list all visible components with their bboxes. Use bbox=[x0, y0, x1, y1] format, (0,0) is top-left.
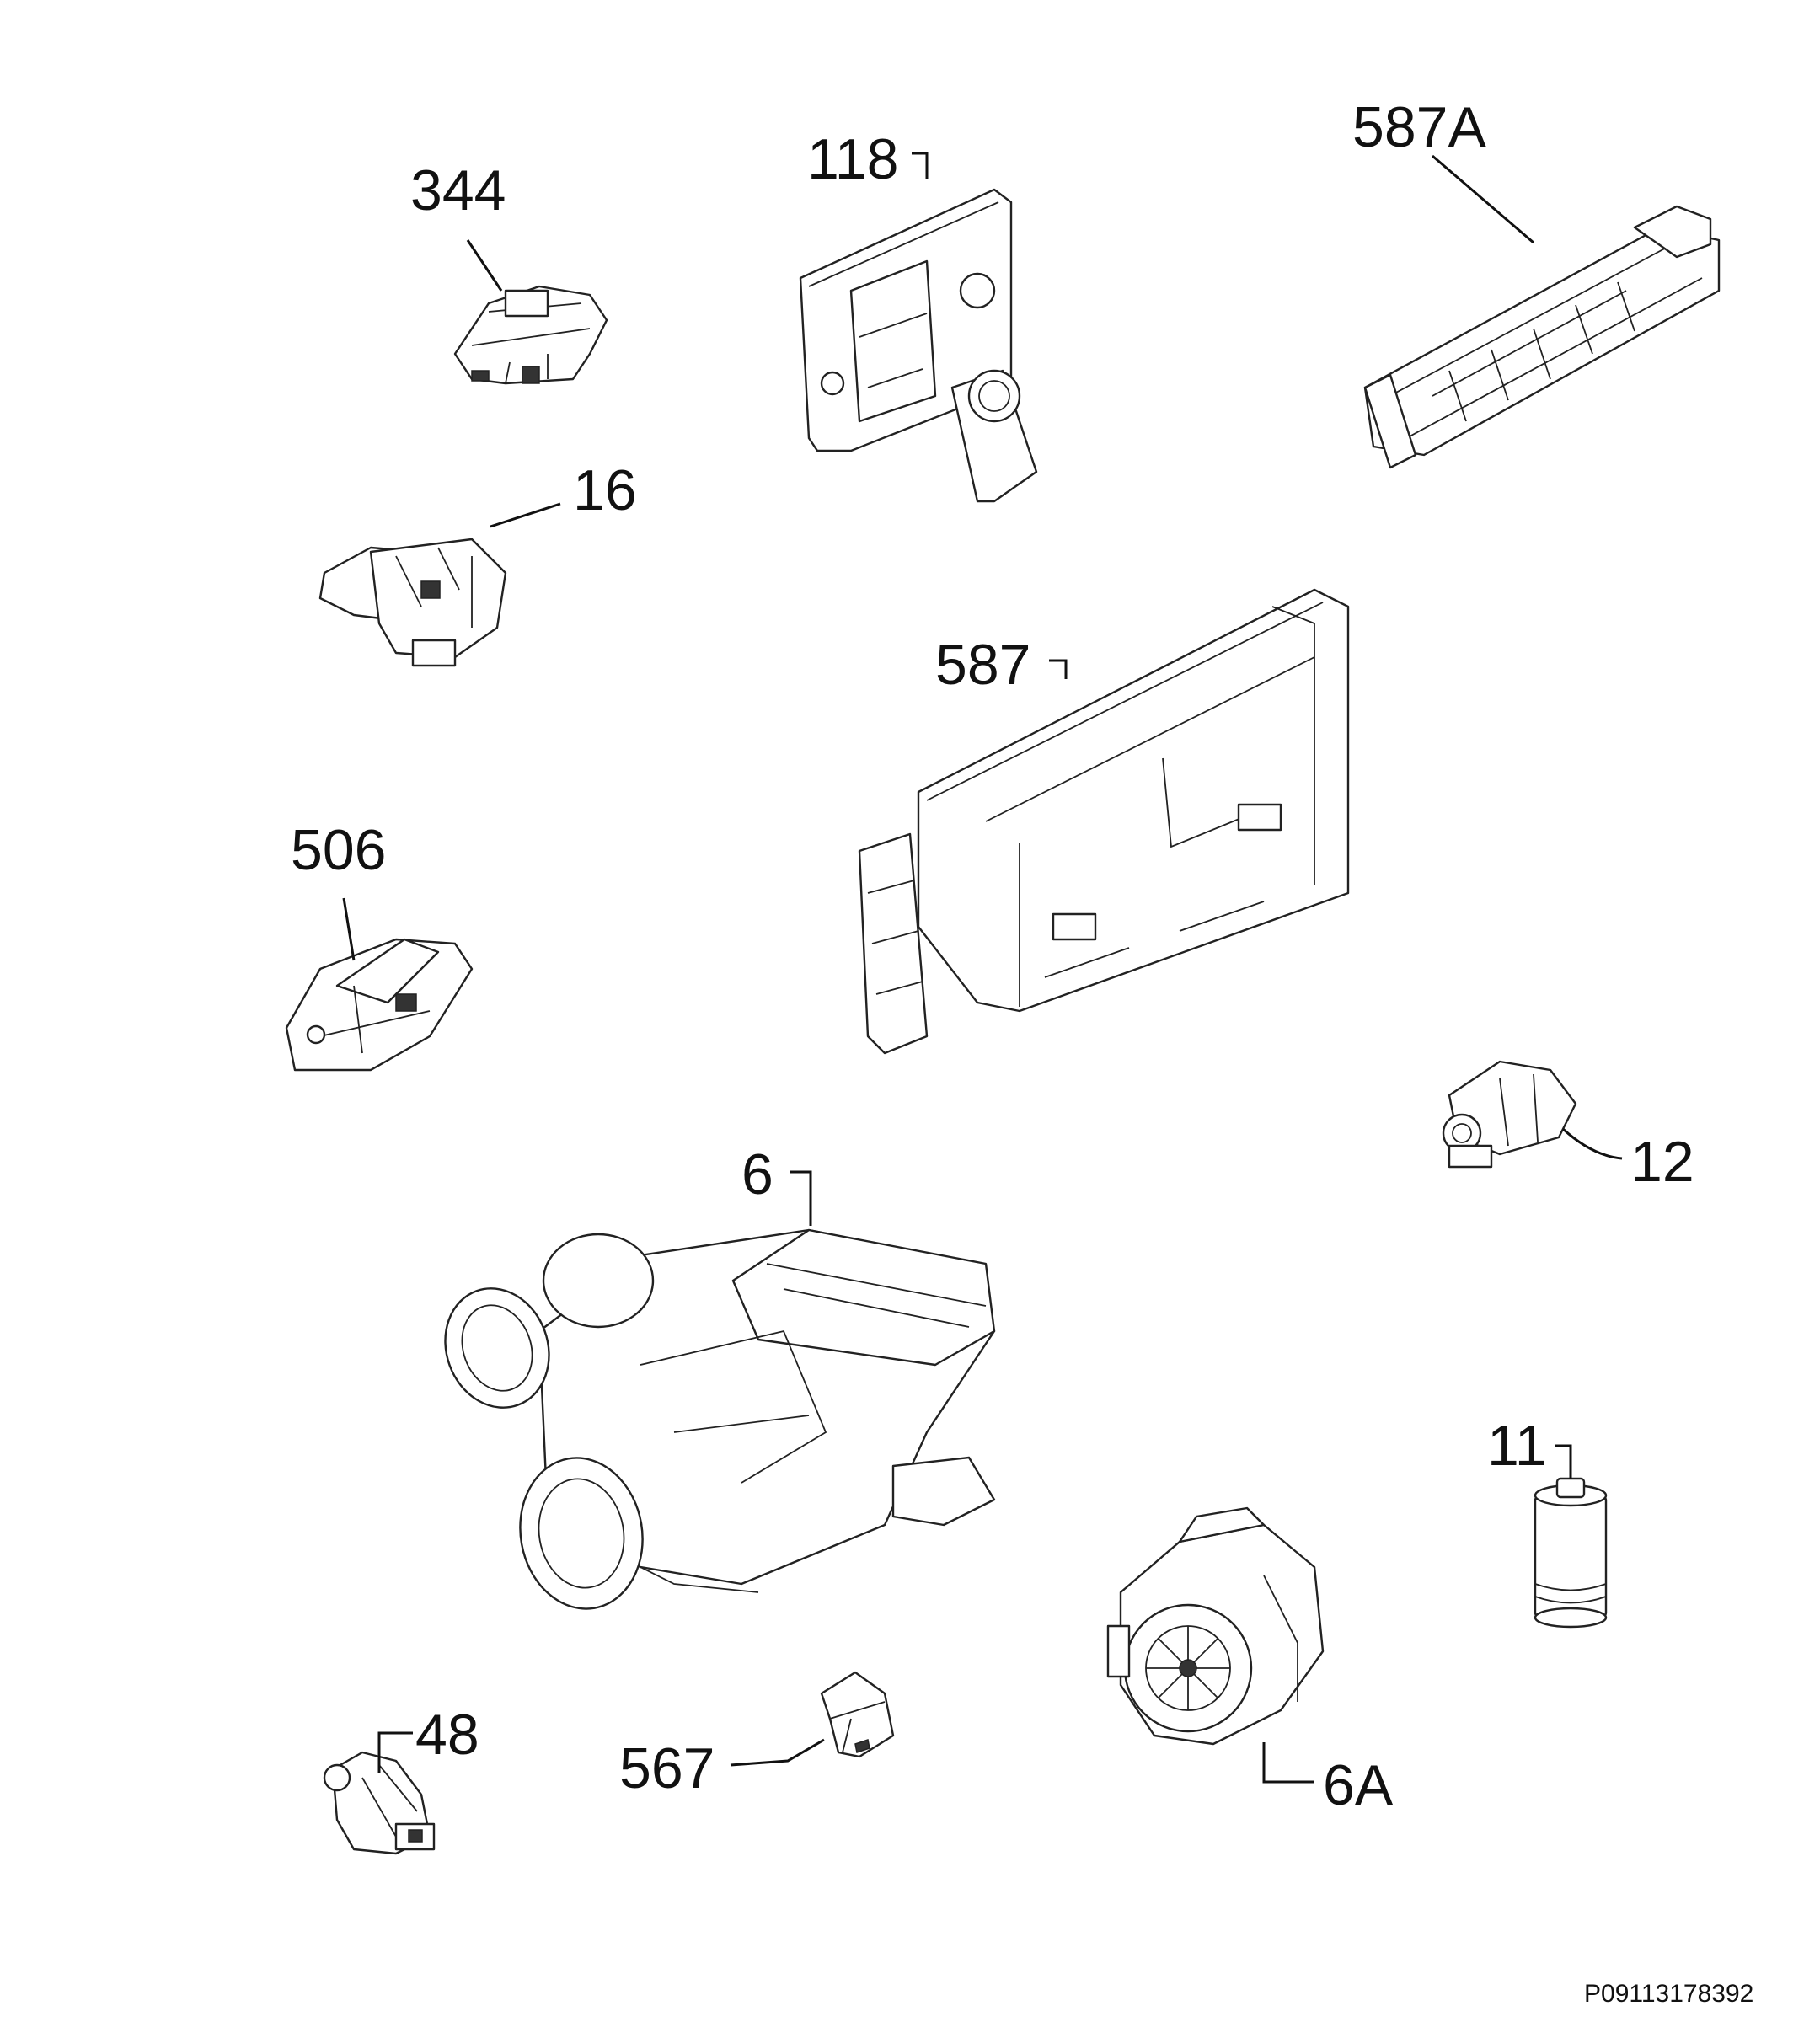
leader-16 bbox=[490, 502, 561, 528]
part-label-11: 11 bbox=[1487, 1414, 1547, 1478]
part-48-drawing bbox=[323, 1751, 436, 1855]
part-587A-drawing bbox=[1363, 205, 1721, 469]
leader-6 bbox=[790, 1170, 812, 1226]
drawing-code: P09113178392 bbox=[1584, 1980, 1754, 2008]
part-label-16: 16 bbox=[573, 458, 637, 522]
part-11-drawing bbox=[1534, 1477, 1608, 1629]
leader-587A bbox=[1432, 154, 1534, 244]
part-6A-drawing bbox=[1106, 1506, 1325, 1746]
leader-11 bbox=[1555, 1444, 1572, 1479]
leader-12 bbox=[1561, 1127, 1623, 1160]
part-label-344: 344 bbox=[410, 158, 506, 222]
part-506-drawing bbox=[285, 938, 474, 1072]
part-587-drawing bbox=[858, 588, 1350, 1055]
part-label-567: 567 bbox=[619, 1736, 715, 1800]
part-12-drawing bbox=[1442, 1060, 1577, 1169]
part-16-drawing bbox=[318, 538, 507, 667]
leader-506 bbox=[342, 897, 356, 961]
part-567-drawing bbox=[820, 1671, 895, 1758]
part-label-6: 6 bbox=[741, 1142, 774, 1206]
part-label-506: 506 bbox=[291, 818, 387, 882]
part-label-6A: 6A bbox=[1323, 1753, 1394, 1817]
part-label-12: 12 bbox=[1630, 1130, 1694, 1194]
leader-48 bbox=[377, 1731, 413, 1773]
part-label-118: 118 bbox=[807, 127, 899, 191]
part-118-drawing bbox=[799, 188, 1038, 503]
leader-6A bbox=[1262, 1742, 1314, 1784]
part-label-587A: 587A bbox=[1352, 95, 1486, 159]
part-label-587: 587 bbox=[935, 633, 1031, 697]
part-344-drawing bbox=[453, 285, 608, 385]
leader-118 bbox=[912, 152, 929, 179]
leader-587 bbox=[1049, 659, 1068, 679]
part-label-48: 48 bbox=[415, 1703, 479, 1767]
leader-567 bbox=[730, 1738, 825, 1767]
leader-344 bbox=[466, 239, 503, 292]
leader-lines bbox=[342, 152, 1623, 1784]
part-6-drawing bbox=[444, 1228, 996, 1610]
